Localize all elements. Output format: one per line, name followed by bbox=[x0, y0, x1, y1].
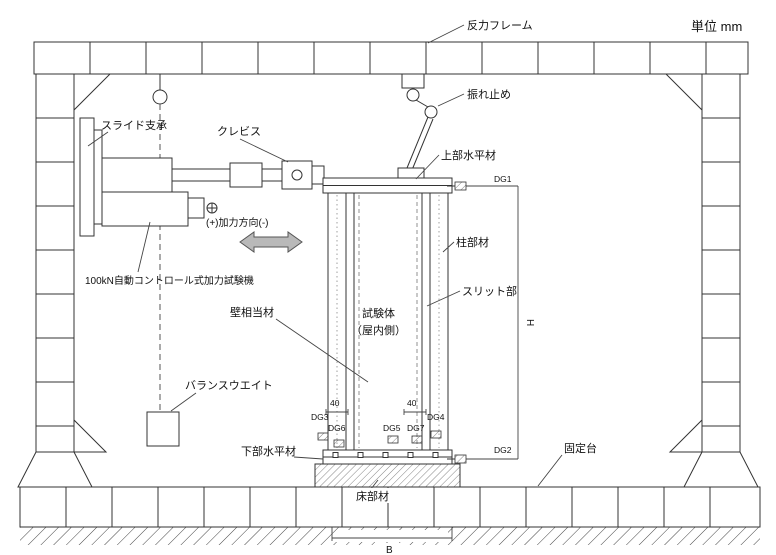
label-dg4: DG4 bbox=[427, 412, 445, 422]
label-specimen-line2: （屋内側） bbox=[351, 323, 406, 337]
label-dg1: DG1 bbox=[494, 174, 512, 184]
label-slit-section: スリット部 bbox=[462, 284, 517, 298]
sway-brace-assembly bbox=[397, 73, 438, 179]
displacement-gauges bbox=[317, 181, 519, 464]
slide-bearing-plate bbox=[79, 117, 95, 237]
label-fixed-base: 固定台 bbox=[564, 441, 597, 455]
brace-joint-icon bbox=[424, 105, 438, 119]
label-offset-left: 40 bbox=[330, 398, 340, 408]
reaction-frame-structure bbox=[17, 41, 759, 488]
label-clevis: クレビス bbox=[217, 125, 261, 138]
gauge-dg1-icon bbox=[454, 181, 467, 191]
label-dg6: DG6 bbox=[328, 423, 346, 433]
brace-joint-icon bbox=[406, 88, 420, 102]
gauge-dg3-icon bbox=[317, 432, 329, 441]
label-dimension-h: H bbox=[524, 319, 535, 326]
specimen-assembly bbox=[314, 177, 461, 488]
balance-weight-box bbox=[146, 411, 180, 447]
label-lower-horizontal-member: 下部水平材 bbox=[241, 444, 296, 458]
label-dimension-b: B bbox=[386, 545, 393, 555]
gauge-dg7-icon bbox=[411, 435, 423, 444]
label-dg5: DG5 bbox=[383, 423, 401, 433]
gauge-dg2-icon bbox=[454, 454, 467, 464]
label-balance-weight: バランスウエイト bbox=[185, 379, 273, 392]
label-reaction-frame: 反力フレーム bbox=[467, 19, 533, 32]
label-floor-member: 床部材 bbox=[356, 489, 389, 503]
gauge-dg4-icon bbox=[430, 430, 442, 439]
loading-direction-arrow bbox=[239, 231, 303, 253]
label-dg3: DG3 bbox=[311, 412, 329, 422]
loading-machine-assembly bbox=[79, 117, 325, 237]
label-offset-right: 40 bbox=[407, 398, 417, 408]
gauge-dg5-icon bbox=[387, 435, 399, 444]
label-loading-machine: 100kN自動コントロール式加力試験機 bbox=[85, 274, 254, 287]
label-loading-direction: (+)加力方向(-) bbox=[206, 216, 269, 229]
balance-weight-assembly bbox=[146, 74, 180, 447]
floor-member-block bbox=[314, 463, 461, 488]
wall-panel bbox=[353, 192, 423, 451]
actuator-cylinder bbox=[101, 157, 173, 193]
label-column-member: 柱部材 bbox=[456, 235, 489, 249]
gauge-dg6-icon bbox=[333, 439, 345, 448]
label-wall-equivalent-member: 壁相当材 bbox=[230, 305, 274, 319]
label-dg7: DG7 bbox=[407, 423, 425, 433]
dimension-lines bbox=[331, 527, 453, 555]
piston-rod bbox=[171, 168, 231, 182]
label-upper-horizontal-member: 上部水平材 bbox=[441, 148, 496, 162]
leader-lines bbox=[87, 24, 563, 490]
clevis-pin-icon bbox=[291, 169, 303, 181]
label-slide-bearing: スライド支承 bbox=[101, 119, 167, 132]
label-dg2: DG2 bbox=[494, 445, 512, 455]
pulley-icon bbox=[152, 89, 168, 105]
label-sway-brace: 振れ止め bbox=[467, 87, 511, 101]
labels: 反力フレーム 単位 mm 振れ止め スライド支承 クレビス 上部水平材 (+)加… bbox=[85, 19, 742, 555]
label-unit: 単位 mm bbox=[691, 19, 742, 34]
label-specimen-line1: 試験体 bbox=[362, 306, 395, 320]
